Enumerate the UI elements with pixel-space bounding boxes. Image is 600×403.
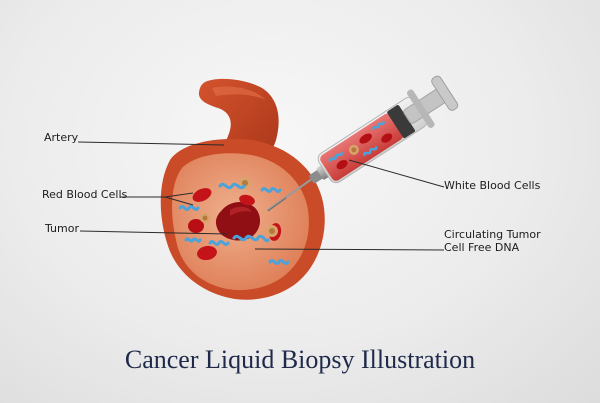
red-blood-cell bbox=[381, 133, 393, 143]
label-white-blood-cells: White Blood Cells bbox=[444, 179, 541, 192]
red-blood-cell bbox=[192, 188, 212, 202]
needle-tip-shadow bbox=[267, 197, 287, 212]
syringe-thumb-rest bbox=[431, 75, 459, 111]
red-blood-cell bbox=[188, 219, 204, 233]
dna-fragment bbox=[372, 120, 385, 130]
dna-fragments-vessel bbox=[178, 182, 290, 265]
red-blood-cell bbox=[197, 245, 217, 261]
label-tumor: Tumor bbox=[45, 222, 79, 235]
white-blood-cell bbox=[351, 147, 357, 153]
label-red-blood-cells: Red Blood Cells bbox=[42, 188, 128, 201]
label-ctdna-line-1: Circulating Tumor bbox=[444, 228, 541, 241]
dna-fragment bbox=[184, 237, 202, 243]
leader-line-artery bbox=[77, 141, 225, 146]
white-blood-cell bbox=[202, 215, 208, 221]
dna-fragment bbox=[218, 182, 246, 190]
dna-fragment bbox=[260, 187, 282, 193]
leader-line-tumor bbox=[79, 230, 228, 235]
syringe-barrel-flange bbox=[407, 89, 435, 128]
label-artery: Artery bbox=[44, 131, 79, 144]
syringe-tip bbox=[316, 164, 330, 180]
leader-line-rbc-upper bbox=[164, 192, 194, 198]
white-blood-cells-vessel bbox=[200, 177, 278, 237]
red-blood-cell bbox=[359, 133, 372, 144]
dna-fragment bbox=[232, 234, 270, 243]
label-ctdna-line-2: Cell Free DNA bbox=[444, 241, 520, 254]
red-blood-cell bbox=[239, 194, 255, 206]
artery-highlight bbox=[212, 86, 266, 100]
dna-fragment bbox=[208, 240, 230, 246]
dna-fragment bbox=[268, 259, 290, 265]
label-circulating-tumor-dna: Circulating Tumor Cell Free DNA bbox=[444, 228, 541, 254]
dna-fragment bbox=[328, 151, 343, 162]
leader-lines bbox=[77, 141, 445, 251]
leader-line-rbc-lower bbox=[164, 196, 194, 206]
leader-line-wbc bbox=[348, 159, 445, 188]
syringe-plunger-seal bbox=[387, 105, 415, 139]
dna-fragment bbox=[178, 205, 200, 211]
page-title: Cancer Liquid Biopsy Illustration bbox=[124, 345, 476, 374]
leader-line-ctdna bbox=[254, 248, 445, 251]
syringe-needle bbox=[267, 175, 317, 211]
red-blood-cell bbox=[336, 159, 348, 170]
white-blood-cell bbox=[269, 228, 275, 234]
syringe bbox=[309, 75, 459, 184]
tumor-highlight bbox=[230, 206, 252, 216]
white-blood-cell bbox=[242, 180, 248, 186]
tumor-mass bbox=[215, 201, 261, 241]
dna-fragment bbox=[363, 146, 378, 157]
